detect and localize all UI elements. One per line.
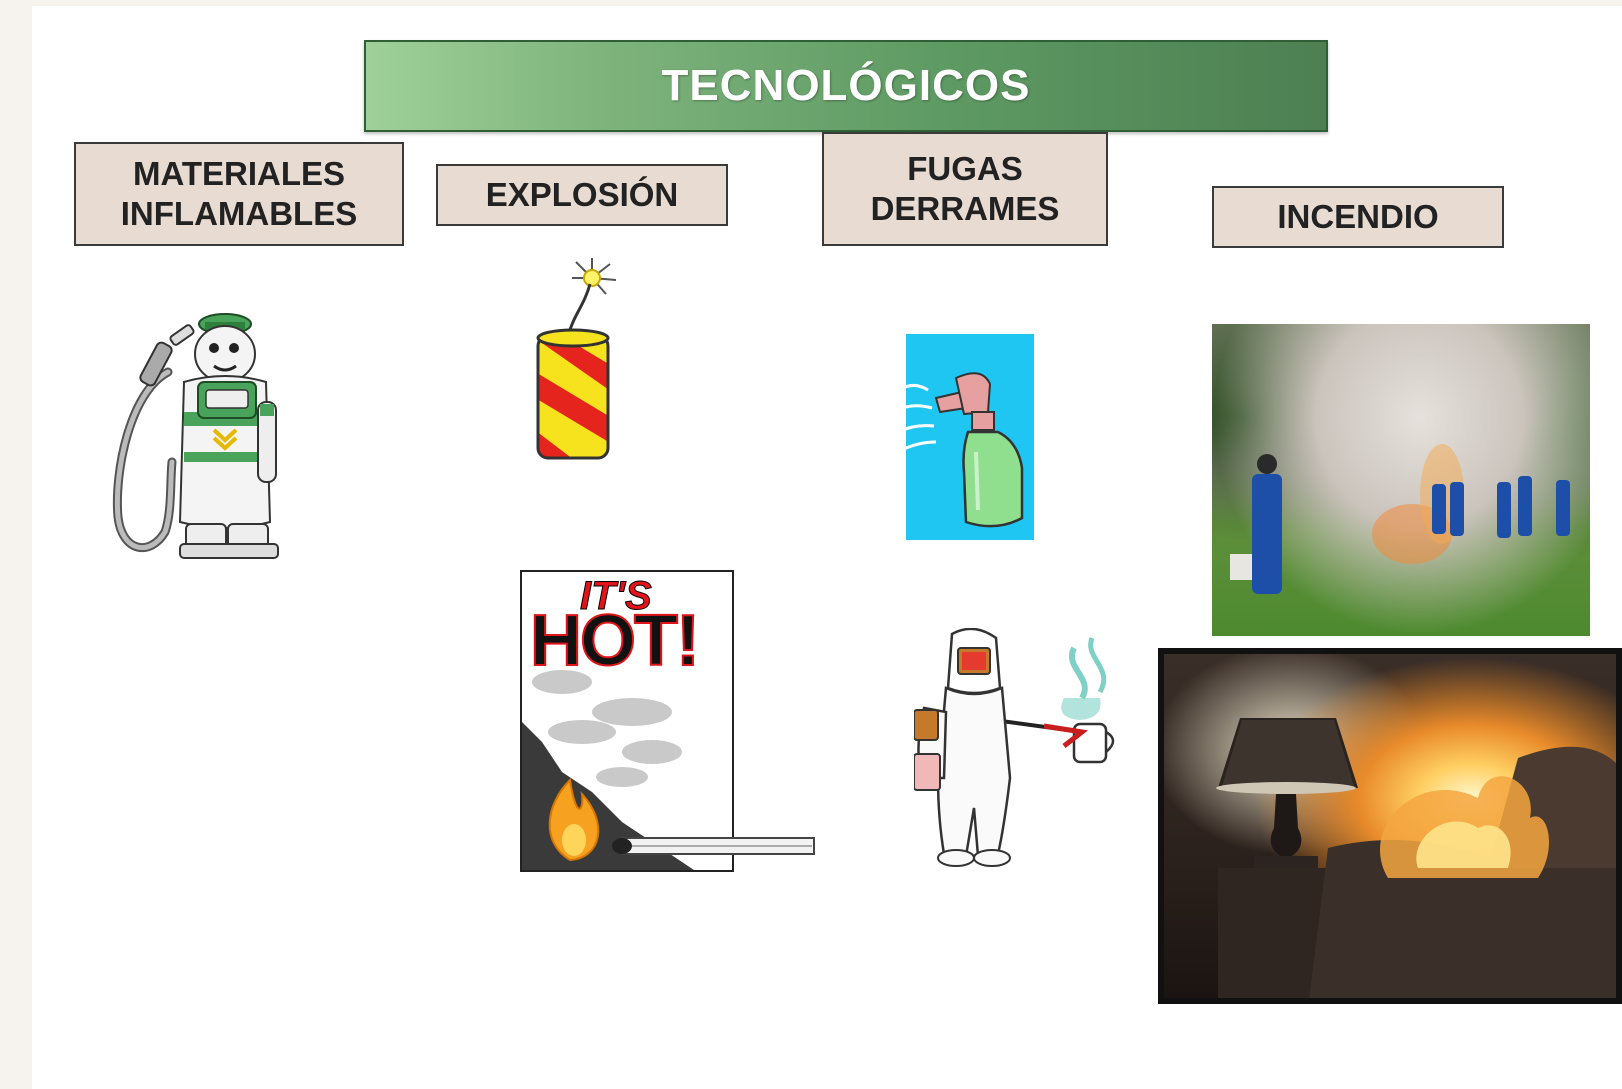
poster-text-hot: HOT! — [529, 600, 701, 682]
spray-bottle-icon — [893, 334, 1034, 540]
house-fire-photo — [1158, 648, 1622, 1004]
category-label: MATERIALES INFLAMABLES — [120, 155, 358, 232]
category-fugas-derrames: FUGAS DERRAMES — [822, 132, 1108, 246]
category-label: INCENDIO — [1277, 198, 1439, 235]
its-hot-poster: IT'S HOT! — [520, 570, 734, 872]
slide-title: TECNOLÓGICOS — [364, 40, 1328, 132]
slide-title-text: TECNOLÓGICOS — [661, 61, 1031, 110]
firecracker-icon — [536, 258, 617, 460]
category-explosion: EXPLOSIÓN — [436, 164, 728, 226]
category-label: FUGAS DERRAMES — [870, 150, 1060, 227]
category-materiales-inflamables: MATERIALES INFLAMABLES — [74, 142, 404, 246]
hazmat-worker-icon — [914, 628, 1115, 867]
category-label: EXPLOSIÓN — [485, 176, 679, 213]
gas-pump-mascot-icon — [112, 313, 279, 559]
matchstick-icon — [612, 837, 815, 855]
poster-text-its: IT'S — [580, 574, 653, 619]
category-incendio: INCENDIO — [1212, 186, 1504, 248]
forest-fire-photo — [1212, 324, 1590, 636]
